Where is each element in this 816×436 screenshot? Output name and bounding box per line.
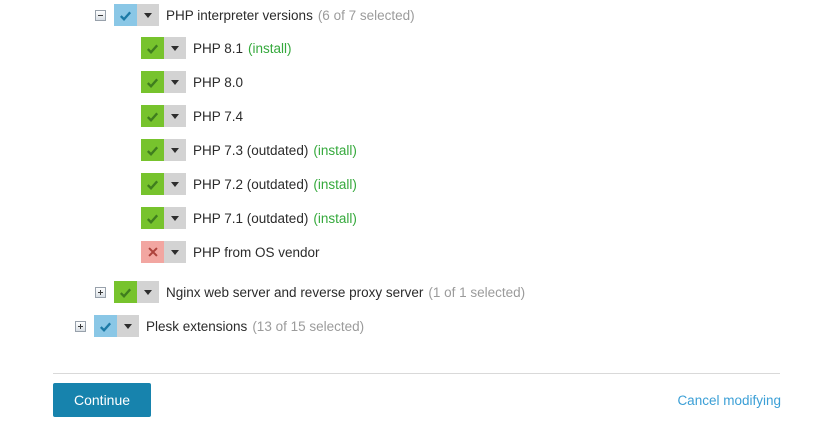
- tree-row-php-interpreter-versions: PHP interpreter versions (6 of 7 selecte…: [0, 4, 816, 26]
- checkbox-selected[interactable]: [141, 207, 164, 229]
- footer: Continue Cancel modifying: [53, 383, 781, 417]
- checkbox-partial[interactable]: [94, 315, 117, 337]
- row-summary: (13 of 15 selected): [252, 318, 365, 334]
- checkmark-icon: [119, 11, 132, 21]
- dropdown-arrow-icon: [171, 181, 179, 187]
- checkmark-icon: [146, 44, 159, 54]
- dropdown-arrow-icon: [144, 289, 152, 295]
- row-summary: (1 of 1 selected): [428, 284, 526, 300]
- checkbox-group: [141, 241, 186, 263]
- tree-row-php-7-4: PHP 7.4: [0, 105, 816, 127]
- checkbox-dropdown-button[interactable]: [164, 37, 186, 59]
- checkbox-group: [94, 315, 139, 337]
- row-label: Nginx web server and reverse proxy serve…: [166, 284, 424, 300]
- checkbox-group: [141, 139, 186, 161]
- checkbox-dropdown-button[interactable]: [117, 315, 139, 337]
- checkbox-partial[interactable]: [114, 4, 137, 26]
- checkbox-group: [141, 37, 186, 59]
- dropdown-arrow-icon: [144, 12, 152, 18]
- row-install-note: (install): [248, 40, 292, 56]
- row-label: PHP 8.1: [193, 40, 244, 56]
- checkbox-group: [141, 105, 186, 127]
- tree-row-php-7-1: PHP 7.1 (outdated) (install): [0, 207, 816, 229]
- checkmark-icon: [146, 214, 159, 224]
- row-install-note: (install): [313, 142, 357, 158]
- dropdown-arrow-icon: [171, 113, 179, 119]
- tree-row-nginx: Nginx web server and reverse proxy serve…: [0, 281, 816, 303]
- cross-icon: [147, 247, 158, 257]
- row-install-note: (install): [313, 176, 357, 192]
- row-summary: (6 of 7 selected): [317, 7, 415, 23]
- checkbox-dropdown-button[interactable]: [164, 71, 186, 93]
- checkbox-selected[interactable]: [141, 71, 164, 93]
- checkbox-dropdown-button[interactable]: [164, 105, 186, 127]
- checkmark-icon: [146, 180, 159, 190]
- row-label: PHP from OS vendor: [193, 244, 320, 260]
- cancel-modifying-link[interactable]: Cancel modifying: [677, 392, 781, 408]
- checkbox-selected[interactable]: [141, 37, 164, 59]
- row-label: PHP 8.0: [193, 74, 244, 90]
- tree-row-php-7-3: PHP 7.3 (outdated) (install): [0, 139, 816, 161]
- checkmark-icon: [146, 78, 159, 88]
- row-label: PHP 7.4: [193, 108, 244, 124]
- collapse-icon[interactable]: [95, 9, 106, 21]
- tree-row-plesk-extensions: Plesk extensions (13 of 15 selected): [0, 315, 816, 337]
- checkbox-group: [141, 173, 186, 195]
- dropdown-arrow-icon: [124, 323, 132, 329]
- checkbox-excluded[interactable]: [141, 241, 164, 263]
- dropdown-arrow-icon: [171, 215, 179, 221]
- checkbox-group: [141, 207, 186, 229]
- continue-button[interactable]: Continue: [53, 383, 152, 417]
- expand-icon[interactable]: [75, 320, 86, 332]
- checkbox-group: [114, 281, 159, 303]
- dropdown-arrow-icon: [171, 79, 179, 85]
- tree-row-php-8-1: PHP 8.1 (install): [0, 37, 816, 59]
- footer-divider: [53, 373, 780, 374]
- checkbox-dropdown-button[interactable]: [164, 241, 186, 263]
- dropdown-arrow-icon: [171, 45, 179, 51]
- checkbox-dropdown-button[interactable]: [137, 4, 159, 26]
- component-tree: PHP interpreter versions (6 of 7 selecte…: [0, 4, 816, 337]
- checkbox-group: [114, 4, 159, 26]
- row-label: Plesk extensions: [146, 318, 248, 334]
- tree-row-php-os-vendor: PHP from OS vendor: [0, 241, 816, 263]
- checkmark-icon: [119, 288, 132, 298]
- tree-row-php-8-0: PHP 8.0: [0, 71, 816, 93]
- dropdown-arrow-icon: [171, 249, 179, 255]
- checkbox-dropdown-button[interactable]: [164, 207, 186, 229]
- checkbox-selected[interactable]: [141, 139, 164, 161]
- checkbox-selected[interactable]: [141, 173, 164, 195]
- tree-row-php-7-2: PHP 7.2 (outdated) (install): [0, 173, 816, 195]
- row-install-note: (install): [313, 210, 357, 226]
- checkmark-icon: [99, 322, 112, 332]
- checkbox-selected[interactable]: [114, 281, 137, 303]
- checkbox-dropdown-button[interactable]: [137, 281, 159, 303]
- checkbox-dropdown-button[interactable]: [164, 139, 186, 161]
- checkmark-icon: [146, 112, 159, 122]
- row-label: PHP 7.3 (outdated): [193, 142, 309, 158]
- row-label: PHP 7.2 (outdated): [193, 176, 309, 192]
- checkbox-selected[interactable]: [141, 105, 164, 127]
- checkmark-icon: [146, 146, 159, 156]
- checkbox-group: [141, 71, 186, 93]
- row-label: PHP interpreter versions: [166, 7, 313, 23]
- expand-icon[interactable]: [95, 286, 106, 298]
- row-label: PHP 7.1 (outdated): [193, 210, 309, 226]
- checkbox-dropdown-button[interactable]: [164, 173, 186, 195]
- dropdown-arrow-icon: [171, 147, 179, 153]
